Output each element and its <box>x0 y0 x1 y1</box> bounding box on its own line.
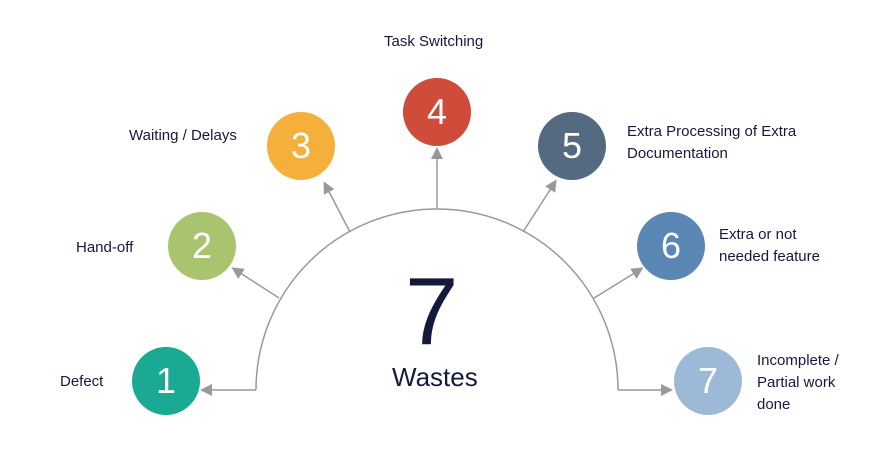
waste-label-6: Extra or not needed feature <box>719 226 820 265</box>
waste-circle-1: 1 <box>132 347 200 415</box>
waste-label-1: Defect <box>60 373 104 390</box>
center-label: Wastes <box>392 362 478 392</box>
semicircle-arc <box>255 208 619 391</box>
arrow-6 <box>593 267 644 299</box>
waste-label-7: Incomplete / Partial work done <box>757 352 839 413</box>
waste-circle-7: 7 <box>674 347 742 415</box>
waste-circle-6: 6 <box>637 212 705 280</box>
arrow-5 <box>522 179 557 233</box>
waste-circle-3: 3 <box>267 112 335 180</box>
waste-circle-5: 5 <box>538 112 606 180</box>
center-number: 7 <box>405 258 459 365</box>
waste-circle-2: 2 <box>168 212 236 280</box>
waste-label-3: Waiting / Delays <box>129 127 237 144</box>
waste-label-4: Task Switching <box>384 33 484 50</box>
arrow-2 <box>231 267 280 299</box>
waste-label-5: Extra Processing of Extra Documentation <box>627 123 797 162</box>
arrow-3 <box>323 181 351 233</box>
waste-label-2: Hand-off <box>76 239 134 256</box>
waste-circle-4: 4 <box>403 78 471 146</box>
